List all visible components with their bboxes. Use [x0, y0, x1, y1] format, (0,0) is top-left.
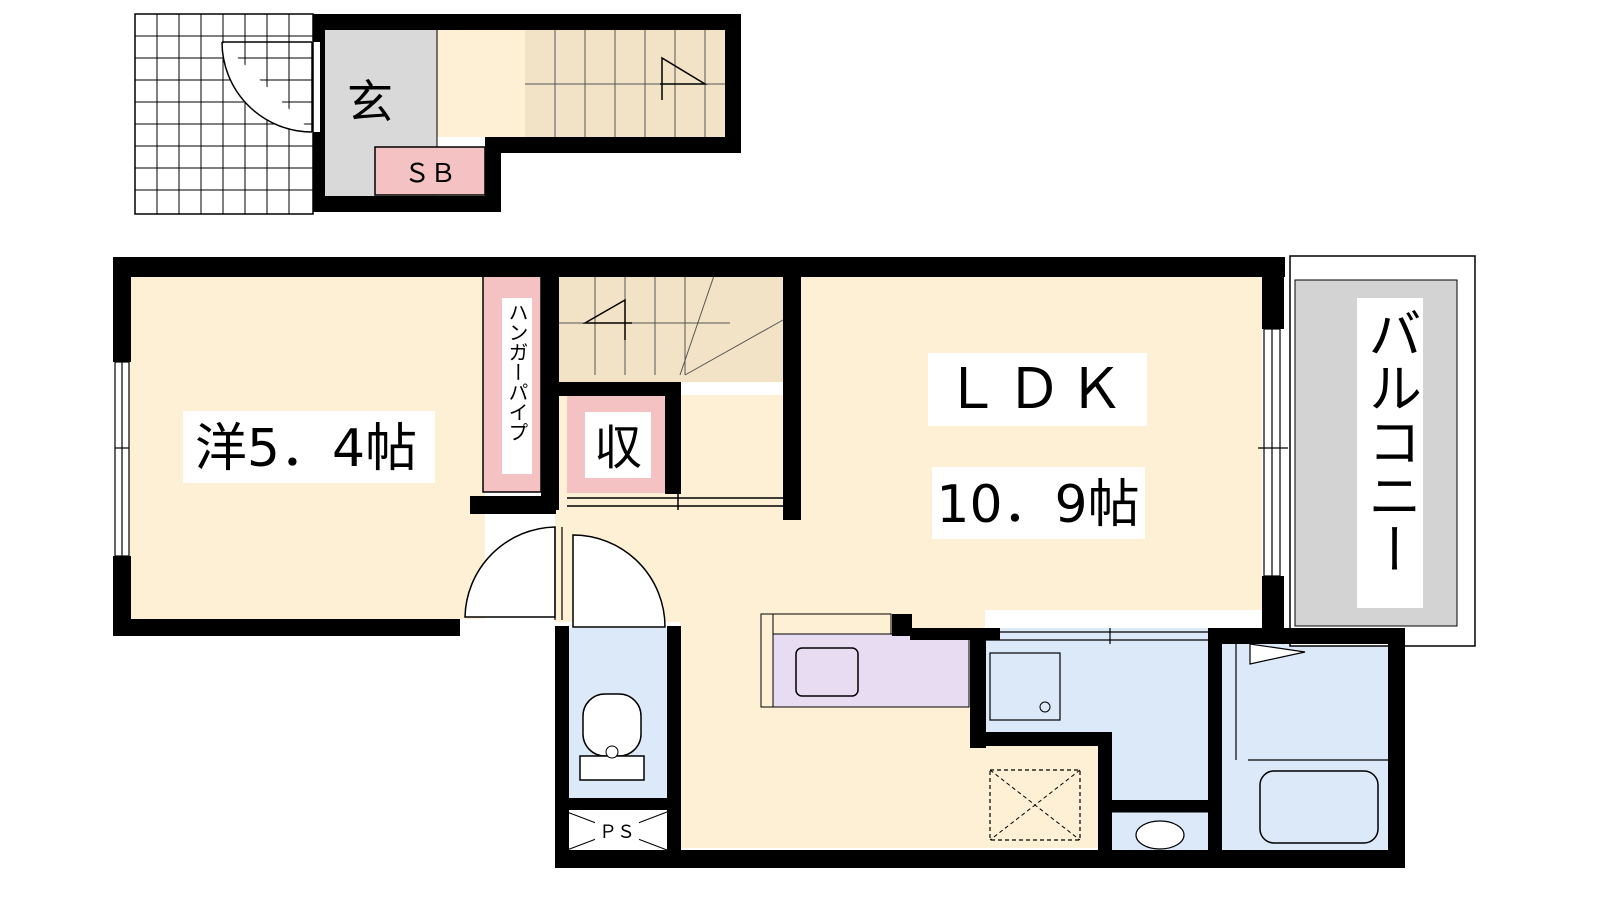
toilet-room	[567, 628, 667, 800]
western-room-label: 洋5．4帖	[195, 419, 417, 479]
lower-stairs	[555, 263, 784, 382]
western-room-door	[464, 526, 556, 618]
balcony-window	[1258, 328, 1288, 577]
washroom	[985, 628, 1208, 850]
shoe-box-label: ＳＢ	[404, 159, 456, 189]
upper-walls	[313, 14, 741, 212]
main-walls	[113, 257, 1405, 868]
washing-machine-pan	[989, 769, 1081, 841]
ldk-size-label: 10．9帖	[936, 475, 1139, 535]
upper-stairs	[525, 30, 730, 137]
ldk-label: ＬＤＫ	[944, 357, 1130, 422]
closet-sliding-door	[567, 494, 787, 510]
toilet-door	[572, 534, 666, 628]
pipe-space-label: ＰＳ	[599, 822, 635, 843]
shoe-box	[374, 146, 486, 196]
pipe-space	[566, 811, 668, 851]
hanger-pipe-label: ハンガーパイプ	[505, 302, 529, 442]
bathroom	[1220, 628, 1390, 850]
storage-label: 収	[594, 420, 642, 476]
western-window	[114, 361, 130, 557]
washroom-sliding-door	[985, 628, 1208, 644]
upper-hall	[437, 30, 525, 137]
entrance-door	[221, 41, 313, 133]
balcony-label: バルコニー	[1359, 306, 1422, 576]
kitchen-counter	[760, 613, 970, 708]
entrance-label: 玄	[347, 75, 393, 129]
